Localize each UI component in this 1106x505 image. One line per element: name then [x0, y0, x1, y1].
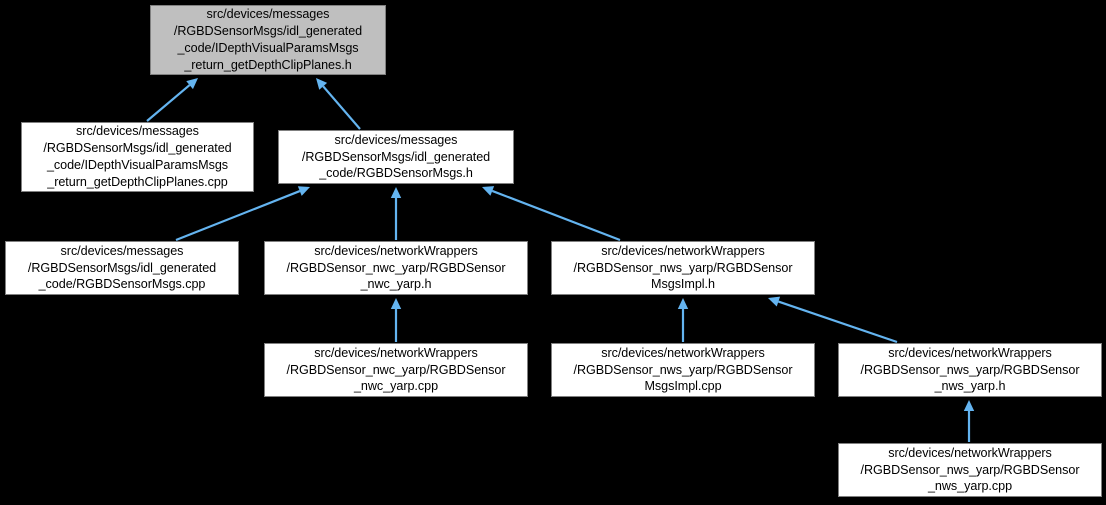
graph-edge-arrowhead — [186, 78, 198, 90]
graph-edge-arrowhead — [482, 186, 495, 196]
graph-node-label: src/devices/networkWrappers /RGBDSensor_… — [286, 243, 506, 292]
graph-edge-line — [778, 300, 898, 344]
graph-node-msgsimpl_h[interactable]: src/devices/networkWrappers /RGBDSensor_… — [551, 241, 815, 295]
graph-node-idepth_cpp[interactable]: src/devices/messages /RGBDSensorMsgs/idl… — [21, 122, 254, 192]
graph-node-rgbd_msgs_h[interactable]: src/devices/messages /RGBDSensorMsgs/idl… — [278, 130, 514, 184]
graph-node-rgbd_msgs_cpp[interactable]: src/devices/messages /RGBDSensorMsgs/idl… — [5, 241, 239, 295]
graph-node-label: src/devices/networkWrappers /RGBDSensor_… — [573, 345, 793, 394]
graph-node-label: src/devices/messages /RGBDSensorMsgs/idl… — [173, 7, 363, 72]
graph-node-label: src/devices/networkWrappers /RGBDSensor_… — [860, 345, 1080, 394]
graph-node-msgsimpl_cpp[interactable]: src/devices/networkWrappers /RGBDSensor_… — [551, 343, 815, 397]
graph-edge-arrowhead — [768, 296, 781, 307]
graph-edge-arrowhead — [963, 400, 975, 411]
graph-edge-arrowhead — [316, 78, 328, 90]
graph-node-idepth_h[interactable]: src/devices/messages /RGBDSensorMsgs/idl… — [150, 5, 386, 75]
graph-node-label: src/devices/networkWrappers /RGBDSensor_… — [860, 445, 1080, 494]
graph-node-label: src/devices/messages /RGBDSensorMsgs/idl… — [27, 243, 217, 292]
graph-edge-arrowhead — [297, 186, 310, 196]
graph-edge-line — [146, 84, 191, 122]
graph-edge-line — [175, 190, 301, 242]
graph-node-nws_cpp[interactable]: src/devices/networkWrappers /RGBDSensor_… — [838, 443, 1102, 497]
graph-node-nwc_h[interactable]: src/devices/networkWrappers /RGBDSensor_… — [264, 241, 528, 295]
graph-node-label: src/devices/messages /RGBDSensorMsgs/idl… — [43, 124, 232, 189]
graph-edge-arrowhead — [390, 187, 402, 198]
graph-edge-line — [322, 85, 361, 130]
graph-edge-line — [491, 189, 621, 242]
graph-node-label: src/devices/networkWrappers /RGBDSensor_… — [286, 345, 506, 394]
graph-node-label: src/devices/networkWrappers /RGBDSensor_… — [573, 243, 793, 292]
graph-node-label: src/devices/messages /RGBDSensorMsgs/idl… — [301, 132, 491, 181]
graph-node-nws_h[interactable]: src/devices/networkWrappers /RGBDSensor_… — [838, 343, 1102, 397]
graph-edge-arrowhead — [390, 298, 402, 309]
graph-node-nwc_cpp[interactable]: src/devices/networkWrappers /RGBDSensor_… — [264, 343, 528, 397]
graph-edge-arrowhead — [677, 298, 689, 309]
